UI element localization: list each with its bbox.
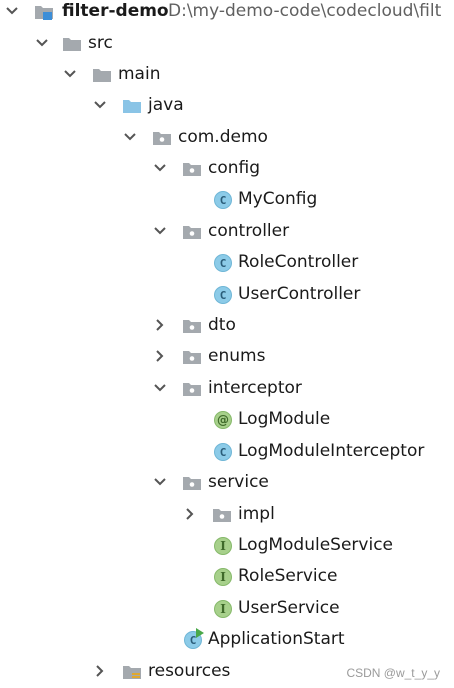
tree-label: src (88, 33, 113, 53)
package-icon (183, 477, 201, 490)
tree-row-src[interactable]: src (0, 28, 454, 59)
package-icon (183, 383, 201, 396)
chevron-down-icon[interactable] (152, 160, 168, 176)
tree-label: enums (208, 346, 266, 366)
chevron-down-icon[interactable] (62, 66, 78, 82)
module-folder-icon (35, 6, 53, 20)
interface-icon: I (214, 600, 232, 618)
tree-label: service (208, 472, 269, 492)
tree-label: dto (208, 315, 236, 335)
class-icon: C (214, 443, 232, 461)
tree-label: RoleController (238, 252, 359, 272)
annotation-icon: @ (214, 411, 232, 429)
tree-row-applicationstart[interactable]: C ApplicationStart (0, 624, 454, 655)
watermark: CSDN @w_t_y_y (346, 666, 440, 680)
tree-label: interceptor (208, 378, 302, 398)
tree-label: UserService (238, 598, 340, 618)
folder-icon (93, 69, 111, 82)
tree-row-java[interactable]: java (0, 90, 454, 121)
interface-icon: I (214, 537, 232, 555)
chevron-right-icon[interactable] (152, 348, 168, 364)
tree-label: config (208, 158, 261, 178)
tree-row-main[interactable]: main (0, 59, 454, 90)
tree-label: RoleService (238, 566, 338, 586)
chevron-down-icon[interactable] (92, 97, 108, 113)
tree-label: com.demo (178, 127, 268, 147)
tree-label: resources (148, 661, 231, 681)
tree-row-rolecontroller[interactable]: C RoleController (0, 247, 454, 278)
chevron-right-icon[interactable] (152, 317, 168, 333)
project-path: D:\my-demo-code\codecloud\filt (168, 1, 442, 21)
tree-row-userservice[interactable]: I UserService (0, 593, 454, 624)
tree-row-enums[interactable]: enums (0, 341, 454, 372)
tree-row-project[interactable]: filter-demo D:\my-demo-code\codecloud\fi… (0, 0, 454, 27)
chevron-down-icon[interactable] (152, 380, 168, 396)
chevron-down-icon[interactable] (122, 129, 138, 145)
tree-label: main (118, 64, 161, 84)
tree-label: LogModuleInterceptor (238, 441, 425, 461)
tree-label: LogModuleService (238, 535, 394, 555)
tree-row-logmoduleinterceptor[interactable]: C LogModuleInterceptor (0, 436, 454, 467)
class-icon: C (214, 191, 232, 209)
tree-row-logmoduleservice[interactable]: I LogModuleService (0, 530, 454, 561)
tree-label: impl (238, 504, 275, 524)
folder-icon (63, 38, 81, 51)
tree-row-service[interactable]: service (0, 467, 454, 498)
tree-label: java (148, 95, 184, 115)
interface-icon: I (214, 568, 232, 586)
resources-folder-icon (123, 666, 141, 679)
tree-label: MyConfig (238, 189, 318, 209)
class-icon: C (214, 286, 232, 304)
tree-row-dto[interactable]: dto (0, 310, 454, 341)
chevron-right-icon[interactable] (92, 663, 108, 679)
package-icon (183, 226, 201, 239)
package-icon (183, 320, 201, 333)
class-icon: C (214, 254, 232, 272)
tree-row-myconfig[interactable]: C MyConfig (0, 184, 454, 215)
tree-label: LogModule (238, 409, 331, 429)
tree-row-impl[interactable]: impl (0, 499, 454, 530)
package-icon (153, 132, 171, 145)
tree-row-roleservice[interactable]: I RoleService (0, 561, 454, 592)
package-icon (183, 163, 201, 176)
tree-label: controller (208, 221, 290, 241)
chevron-down-icon[interactable] (152, 474, 168, 490)
chevron-down-icon[interactable] (34, 35, 50, 51)
tree-row-resources[interactable]: resources (0, 656, 454, 687)
tree-row-controller[interactable]: controller (0, 216, 454, 247)
tree-row-usercontroller[interactable]: C UserController (0, 279, 454, 310)
tree-row-com-demo[interactable]: com.demo (0, 122, 454, 153)
tree-label: UserController (238, 284, 361, 304)
project-name: filter-demo (62, 1, 169, 21)
chevron-down-icon[interactable] (4, 3, 20, 19)
tree-row-interceptor[interactable]: interceptor (0, 373, 454, 404)
chevron-right-icon[interactable] (182, 506, 198, 522)
package-icon (213, 509, 231, 522)
source-folder-icon (123, 100, 141, 113)
package-icon (183, 351, 201, 364)
run-marker-icon (196, 628, 204, 638)
tree-row-logmodule[interactable]: @ LogModule (0, 404, 454, 435)
tree-row-config[interactable]: config (0, 153, 454, 184)
tree-label: ApplicationStart (208, 629, 345, 649)
chevron-down-icon[interactable] (152, 223, 168, 239)
